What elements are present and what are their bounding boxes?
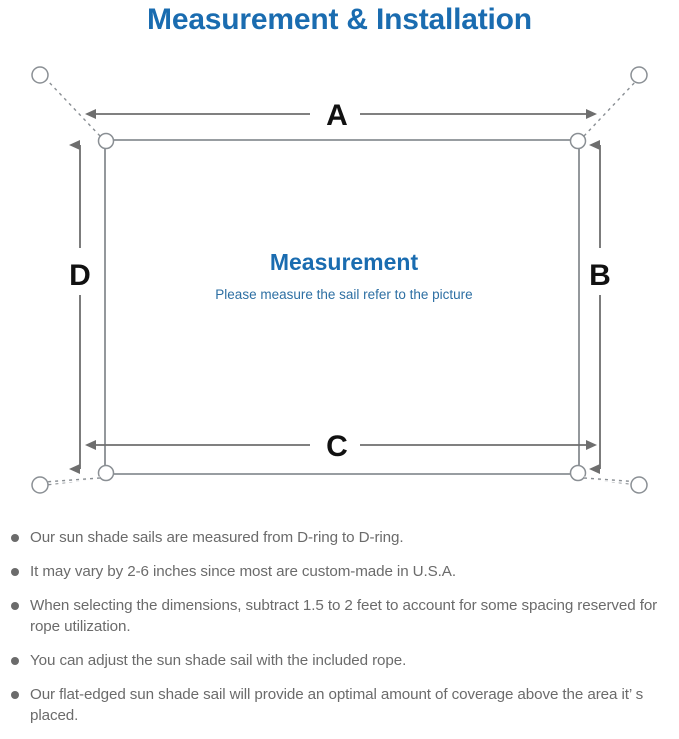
list-item-text: It may vary by 2-6 inches since most are… (30, 563, 456, 580)
anchor-point-top-right (630, 66, 648, 84)
diagram-center-subtitle: Please measure the sail refer to the pic… (215, 287, 472, 302)
rope-line-top-right (583, 78, 639, 137)
list-item: Our sun shade sails are measured from D-… (0, 527, 679, 548)
list-item: When selecting the dimensions, subtract … (0, 595, 679, 637)
list-item-text: Our sun shade sails are measured from D-… (30, 529, 404, 546)
d-ring-top-left (97, 132, 115, 150)
dimension-label-a: A (326, 99, 348, 132)
bullet-icon (11, 657, 19, 665)
rope-line-top-left (45, 78, 101, 137)
list-item-text: When selecting the dimensions, subtract … (30, 597, 658, 635)
list-item: You can adjust the sun shade sail with t… (0, 650, 679, 671)
bullet-icon (11, 534, 19, 542)
bullet-icon (11, 691, 19, 699)
bullet-icon (11, 602, 19, 610)
sail-body (104, 139, 580, 475)
bullet-icon (11, 568, 19, 576)
diagram-center-title: Measurement (270, 249, 419, 275)
d-ring-bottom-left (97, 464, 115, 482)
list-item: It may vary by 2-6 inches since most are… (0, 561, 679, 582)
dimension-label-c: C (326, 430, 348, 463)
anchor-point-bottom-right (630, 476, 648, 494)
page-title: Measurement & Installation (147, 3, 532, 36)
d-ring-bottom-right (569, 464, 587, 482)
anchor-point-top-left (31, 66, 49, 84)
anchor-point-bottom-left (31, 476, 49, 494)
list-item: Our flat-edged sun shade sail will provi… (0, 684, 679, 726)
measurement-diagram-svg: A C D B Measurement Please measure the s… (31, 66, 648, 494)
list-item-text: You can adjust the sun shade sail with t… (30, 652, 407, 669)
list-item-text: Our flat-edged sun shade sail will provi… (30, 686, 644, 724)
dimension-label-b: B (589, 259, 611, 292)
notes-list: Our sun shade sails are measured from D-… (0, 527, 679, 739)
d-ring-top-right (569, 132, 587, 150)
dimension-label-d: D (69, 259, 91, 292)
diagram-container: A C D B Measurement Please measure the s… (0, 55, 679, 515)
